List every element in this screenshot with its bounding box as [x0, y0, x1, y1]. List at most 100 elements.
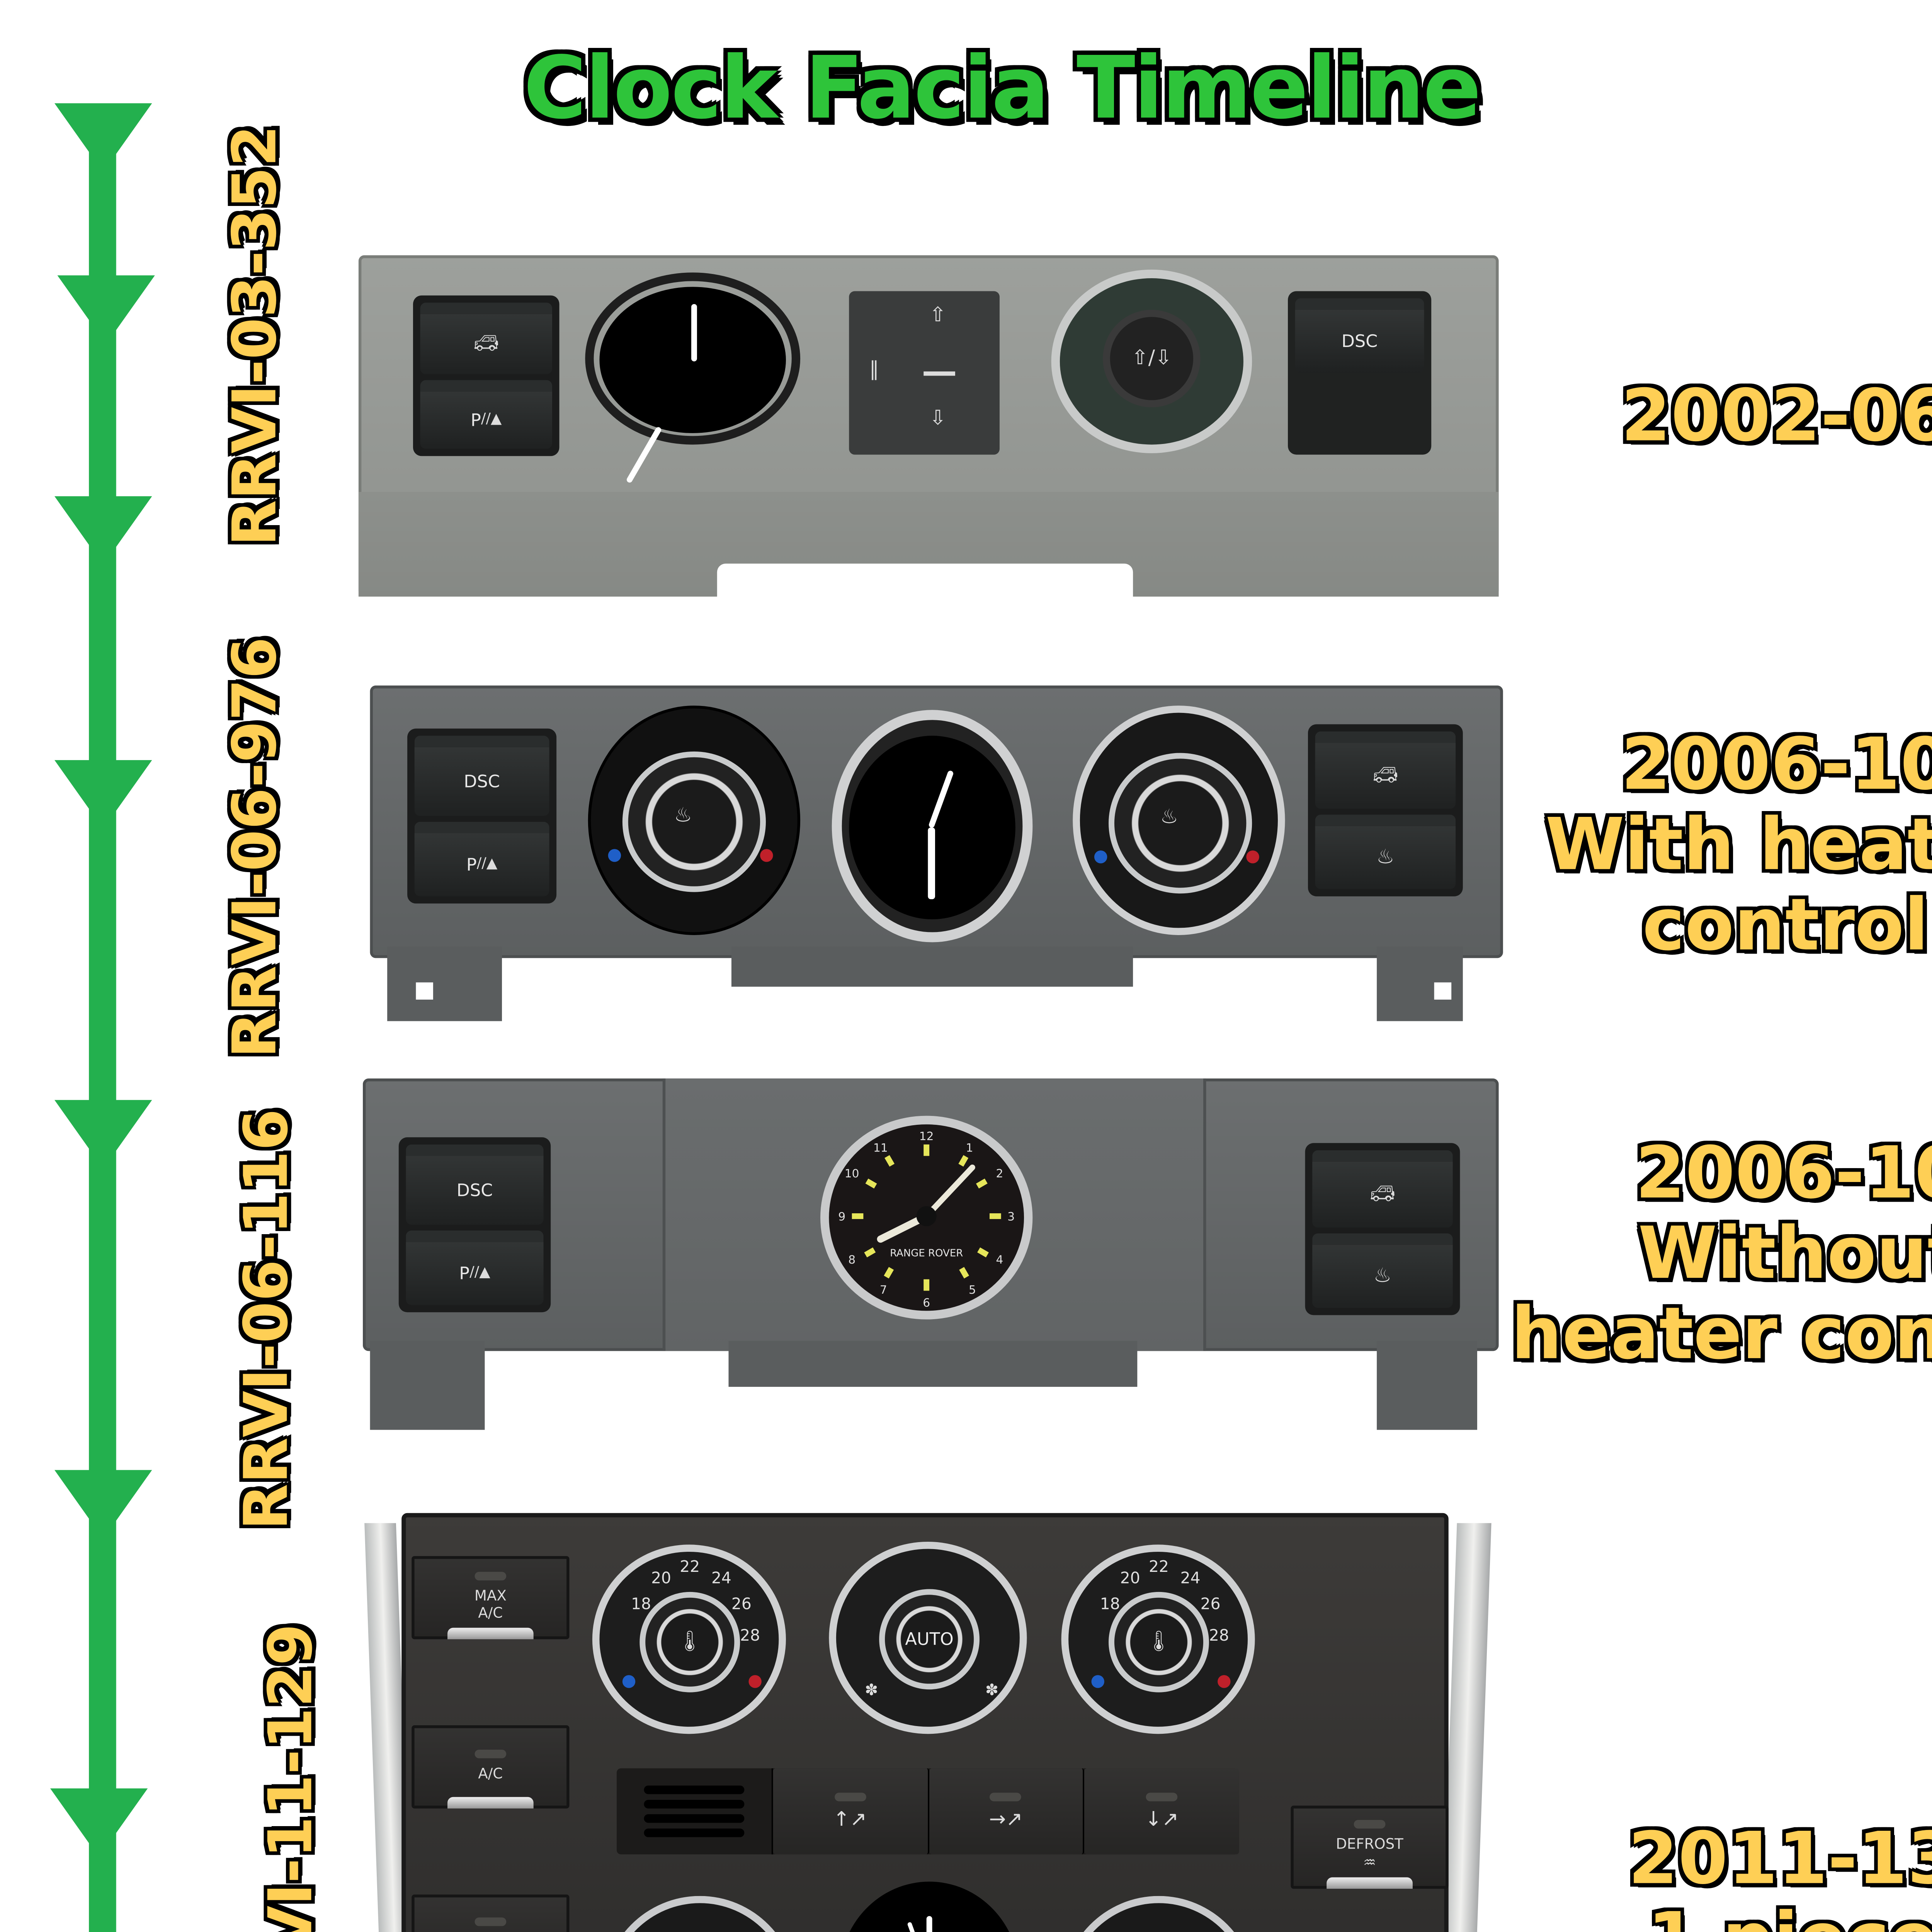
status-led: [474, 1917, 507, 1926]
mounting-tab: [370, 1341, 485, 1430]
park-distance-icon: ∕∕▲: [481, 412, 502, 428]
part-number-label: RRVI-06-116: [231, 1109, 301, 1530]
left-temperature-dial[interactable]: 18 20 22 24 26 28 🌡︎: [592, 1544, 786, 1734]
mounting-tab: [1377, 1341, 1477, 1430]
park-distance-button[interactable]: P∕∕▲: [414, 821, 549, 896]
arrowhead-icon: [54, 103, 152, 172]
airflow-face-icon: ↑↗: [833, 1808, 867, 1832]
cold-indicator: [622, 1675, 636, 1688]
park-distance-button[interactable]: P∕∕▲: [420, 380, 552, 449]
tailgate-button[interactable]: 🚙︎: [1312, 1150, 1453, 1228]
clock-face: [599, 287, 786, 484]
thermometer-icon: 🌡︎: [677, 1631, 703, 1654]
mounting-tab: [387, 946, 502, 1021]
mounting-tab: [728, 1341, 1138, 1387]
svg-text:12: 12: [919, 1130, 934, 1143]
hot-indicator: [760, 849, 773, 862]
part-number-label: RRVI-06-976: [219, 637, 290, 1058]
svg-text:4: 4: [996, 1253, 1003, 1267]
dsc-button[interactable]: DSC: [1295, 298, 1424, 373]
mounting-hole: [1434, 982, 1452, 1000]
svg-text:10: 10: [845, 1167, 859, 1180]
clock-minute-hand: [691, 304, 697, 362]
left-heater-knob[interactable]: [622, 751, 766, 892]
svg-text:5: 5: [969, 1283, 976, 1297]
left-heater-dial[interactable]: ♨: [588, 706, 801, 935]
airflow-button-row: ↑↗ →↗ ↓↗: [616, 1768, 1239, 1855]
dsc-button[interactable]: DSC: [406, 1144, 544, 1225]
tailgate-button[interactable]: 🚙︎: [1315, 731, 1456, 809]
dsc-button[interactable]: DSC: [414, 736, 549, 816]
suspension-raise-icon[interactable]: ⇧: [929, 304, 946, 327]
hot-indicator: [748, 1675, 762, 1688]
svg-text:6: 6: [923, 1296, 930, 1310]
svg-text:7: 7: [880, 1283, 887, 1297]
button-group: 🚙︎ ♨: [1308, 724, 1463, 896]
arrowhead-icon: [54, 496, 152, 565]
defrost-windscreen-icon: ♒: [1363, 1855, 1376, 1872]
temperature-knob[interactable]: 🌡︎: [639, 1592, 740, 1692]
fan-auto-dial[interactable]: AUTO ✽ ✽: [829, 1541, 1027, 1734]
airflow-feet-button[interactable]: ↓↗: [1084, 1768, 1239, 1855]
thermometer-icon: 🌡︎: [1146, 1631, 1172, 1654]
button-group: DSC P∕∕▲: [407, 728, 557, 904]
arrowhead-icon: [54, 1100, 152, 1169]
fan-high-icon: ✽: [985, 1680, 999, 1700]
tailgate-button[interactable]: 🚙︎: [420, 303, 552, 374]
button-group: 🚙︎ P∕∕▲: [413, 295, 560, 456]
cold-indicator: [1091, 1675, 1104, 1688]
park-distance-button[interactable]: P∕∕▲: [406, 1230, 544, 1305]
defrost-button[interactable]: DEFROST ♒: [1291, 1805, 1449, 1889]
arrowhead-icon: [54, 1470, 152, 1539]
seat-heater-icon: ♨: [1160, 806, 1179, 829]
hot-indicator: [1246, 850, 1259, 864]
panel-cutout: [717, 563, 1133, 598]
hot-indicator: [1218, 1675, 1231, 1688]
ac-button[interactable]: A/C: [412, 1725, 570, 1809]
clock-face: [849, 736, 1015, 920]
temperature-knob[interactable]: 🌡︎: [1109, 1592, 1209, 1692]
max-ac-button[interactable]: MAX A/C: [412, 1556, 570, 1639]
cold-indicator: [608, 849, 621, 862]
vent-grille: [617, 1768, 773, 1855]
rear-heater-button[interactable]: ♨: [1315, 815, 1456, 889]
clock-brand: RANGE ROVER: [890, 1247, 963, 1259]
mounting-tab: [731, 946, 1133, 987]
arrowhead-icon: [57, 275, 155, 344]
date-label: 2006-10 With heater control: [1545, 723, 1932, 967]
svg-text:8: 8: [848, 1253, 855, 1267]
svg-text:2: 2: [996, 1167, 1003, 1180]
tailgate-car-icon: 🚙︎: [1372, 764, 1398, 787]
hill-descent-button[interactable]: ⇧∕⇩: [1103, 310, 1201, 408]
rear-heater-icon: ♨: [1376, 846, 1395, 869]
auto-recirc-button[interactable]: AUTO ↻: [412, 1895, 570, 1932]
seat-heater-icon: ♨: [674, 804, 692, 828]
cold-indicator: [1094, 850, 1107, 864]
auto-button[interactable]: AUTO: [879, 1589, 980, 1690]
rear-heater-button[interactable]: ♨: [1312, 1233, 1453, 1308]
right-heater-knob[interactable]: [1109, 753, 1252, 894]
status-led: [474, 1750, 507, 1759]
arrowhead-icon: [50, 1788, 148, 1857]
svg-text:9: 9: [838, 1210, 845, 1224]
fan-low-icon: ✽: [865, 1680, 878, 1700]
suspension-lower-icon[interactable]: ⇩: [929, 407, 946, 430]
tailgate-car-icon: 🚙︎: [1369, 1183, 1395, 1206]
status-led: [474, 1571, 507, 1581]
airflow-feet-icon: ↓↗: [1145, 1808, 1179, 1832]
park-distance-icon: ∕∕▲: [476, 856, 498, 872]
park-distance-icon: ∕∕▲: [469, 1265, 490, 1281]
date-label: 2011-13 1 piece: [1628, 1817, 1932, 1932]
airflow-face-button[interactable]: ↑↗: [772, 1768, 929, 1855]
airflow-face-feet-button[interactable]: →↗: [929, 1768, 1085, 1855]
right-temperature-dial[interactable]: 18 20 22 24 26 28 🌡︎: [1061, 1544, 1255, 1734]
tailgate-car-icon: 🚙︎: [473, 333, 499, 356]
clock-hour-hand: [928, 770, 954, 829]
terrain-rotary-dial[interactable]: ⇧∕⇩: [1051, 269, 1252, 453]
part-number-label: RRVI-03-352: [219, 125, 290, 546]
right-heater-dial[interactable]: ♨: [1073, 706, 1285, 935]
height-control-module: ⇧ ∥ ⇩: [849, 291, 1000, 455]
button-group: DSC P∕∕▲: [398, 1137, 551, 1313]
